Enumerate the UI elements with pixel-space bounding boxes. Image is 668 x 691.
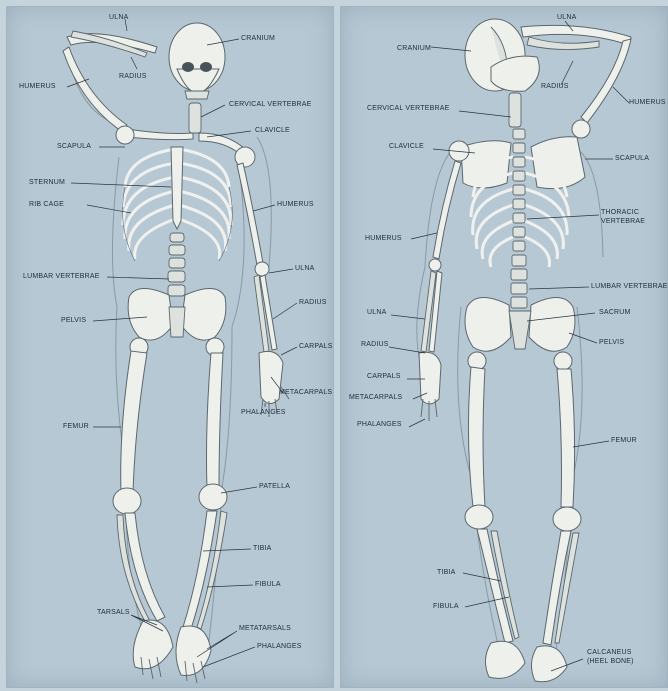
label-sacrum: SACRUM [599, 309, 631, 316]
label-metacarpals: METACARPALS [349, 394, 402, 401]
label-clavicle: CLAVICLE [389, 143, 424, 150]
label-tarsals: TARSALS [97, 609, 130, 616]
label-humerus-left: HUMERUS [365, 235, 402, 242]
label-lumbar-vertebrae: LUMBAR VERTEBRAE [23, 273, 100, 280]
label-heel-bone: (HEEL BONE) [587, 658, 634, 665]
label-humerus-left: HUMERUS [19, 83, 56, 90]
label-ulna-top: ULNA [557, 14, 576, 21]
label-radius-top: RADIUS [541, 83, 569, 90]
label-cervical-vertebrae: CERVICAL VERTEBRAE [367, 105, 449, 112]
label-carpals: CARPALS [299, 343, 333, 350]
label-radius: RADIUS [299, 299, 327, 306]
front-view-panel: ULNA RADIUS HUMERUS CRANIUM CERVICAL VER… [6, 6, 334, 688]
label-ulna-top: ULNA [109, 14, 128, 21]
label-clavicle: CLAVICLE [255, 127, 290, 134]
label-lumbar-vertebrae: LUMBAR VERTEBRAE [591, 283, 668, 290]
label-rib-cage: RIB CAGE [29, 201, 64, 208]
front-skeleton-illustration [7, 7, 333, 687]
label-metatarsals: METATARSALS [239, 625, 291, 632]
label-cranium: CRANIUM [241, 35, 275, 42]
label-humerus-right: HUMERUS [629, 99, 666, 106]
label-phalanges-hand: PHALANGES [241, 409, 286, 416]
label-metacarpals: METACARPALS [279, 389, 332, 396]
label-thoracic: THORACIC [601, 209, 639, 216]
label-ulna: ULNA [295, 265, 314, 272]
label-thoracic-vertebrae: VERTEBRAE [601, 218, 645, 225]
label-pelvis: PELVIS [599, 339, 624, 346]
label-sternum: STERNUM [29, 179, 65, 186]
label-cervical-vertebrae: CERVICAL VERTEBRAE [229, 101, 311, 108]
label-tibia: TIBIA [437, 569, 456, 576]
label-carpals: CARPALS [367, 373, 401, 380]
label-femur: FEMUR [63, 423, 89, 430]
label-fibula: FIBULA [433, 603, 459, 610]
label-pelvis: PELVIS [61, 317, 86, 324]
label-radius-top: RADIUS [119, 73, 147, 80]
label-scapula: SCAPULA [615, 155, 649, 162]
label-fibula: FIBULA [255, 581, 281, 588]
label-patella: PATELLA [259, 483, 290, 490]
label-cranium: CRANIUM [397, 45, 431, 52]
label-tibia: TIBIA [253, 545, 272, 552]
label-ulna: ULNA [367, 309, 386, 316]
back-view-panel: ULNA CRANIUM RADIUS HUMERUS CERVICAL VER… [340, 6, 668, 688]
label-phalanges: PHALANGES [357, 421, 402, 428]
label-radius: RADIUS [361, 341, 389, 348]
label-femur: FEMUR [611, 437, 637, 444]
label-calcaneus: CALCANEUS [587, 649, 632, 656]
label-scapula: SCAPULA [57, 143, 91, 150]
label-phalanges-foot: PHALANGES [257, 643, 302, 650]
label-humerus-right: HUMERUS [277, 201, 314, 208]
